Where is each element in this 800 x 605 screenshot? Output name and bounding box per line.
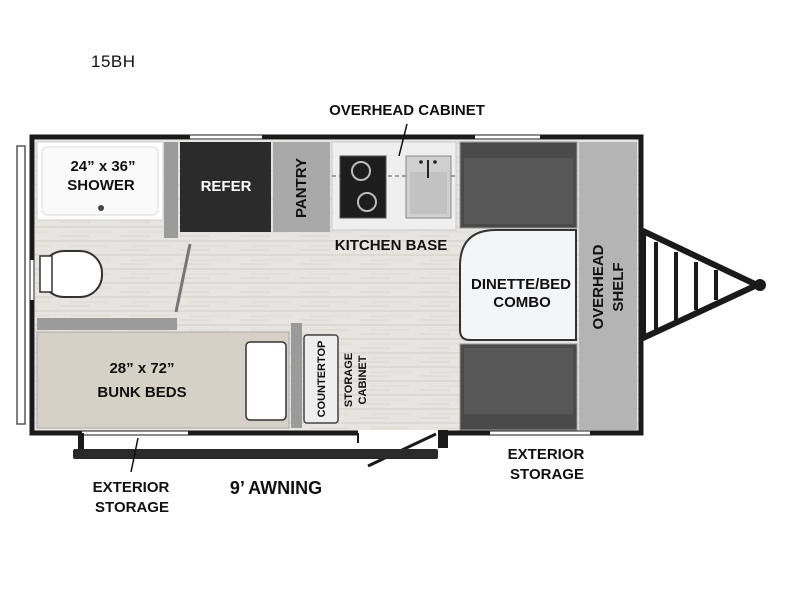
overhead-cabinet-label: OVERHEAD CABINET [329,102,485,119]
bath-door [174,243,192,313]
door-frame [438,430,448,448]
sink-basin [410,172,447,214]
awning [73,449,438,459]
bunk-beds-label: BUNK BEDS [97,384,186,401]
pantry-label: PANTRY [293,158,310,218]
stove [339,155,387,219]
overhead-cabinet-arrow [398,123,408,157]
exterior-storage-left-arrow [130,437,139,473]
dinette-label-line2: COMBO [493,294,551,311]
exterior-storage-left-line2: STORAGE [95,499,169,516]
bunk-size-label: 28” x 72” [109,360,174,377]
dinette-label-line1: DINETTE/BED [471,276,571,293]
exterior-storage-right-line1: EXTERIOR [508,446,585,463]
overhead-shelf [579,142,637,430]
shower-pan [41,146,159,216]
toilet-tank [39,255,53,293]
model-number: 15BH [91,52,136,71]
refer [180,142,271,232]
exterior-storage-right-line2: STORAGE [510,466,584,483]
bunk-ladder [245,341,287,421]
dinette-cushion-front [464,158,573,224]
pantry [273,142,330,232]
faucet-knob [419,160,423,164]
dinette-table [459,229,577,341]
rear-bumper [16,145,26,425]
stove-burner-front [351,161,371,181]
refer-label: REFER [201,178,252,195]
kitchen-base-label: KITCHEN BASE [335,237,448,254]
overhead-shelf-label-line1: OVERHEAD [590,244,607,329]
trailer-hitch [640,228,766,341]
shower-size-label: 24” x 36” [70,158,135,175]
awning-bracket-left [78,433,84,449]
countertop-label: COUNTERTOP [316,341,328,418]
shower-drain [98,205,104,211]
overhead-shelf-label-line2: SHELF [610,262,627,311]
countertop [303,334,339,424]
exterior-storage-left-line1: EXTERIOR [93,479,170,496]
shower-label: SHOWER [67,177,135,194]
countertop-wall [291,323,302,428]
faucet-knob-2 [433,160,437,164]
storage-cabinet-label-line1: STORAGE [343,353,355,407]
bath-wall [164,142,178,238]
stove-burner-back [357,192,377,212]
awning-label: 9’ AWNING [230,478,322,498]
bath-wall-bottom [37,318,177,330]
storage-cabinet-label-line2: CABINET [357,355,369,404]
dinette-cushion-rear [464,348,573,414]
